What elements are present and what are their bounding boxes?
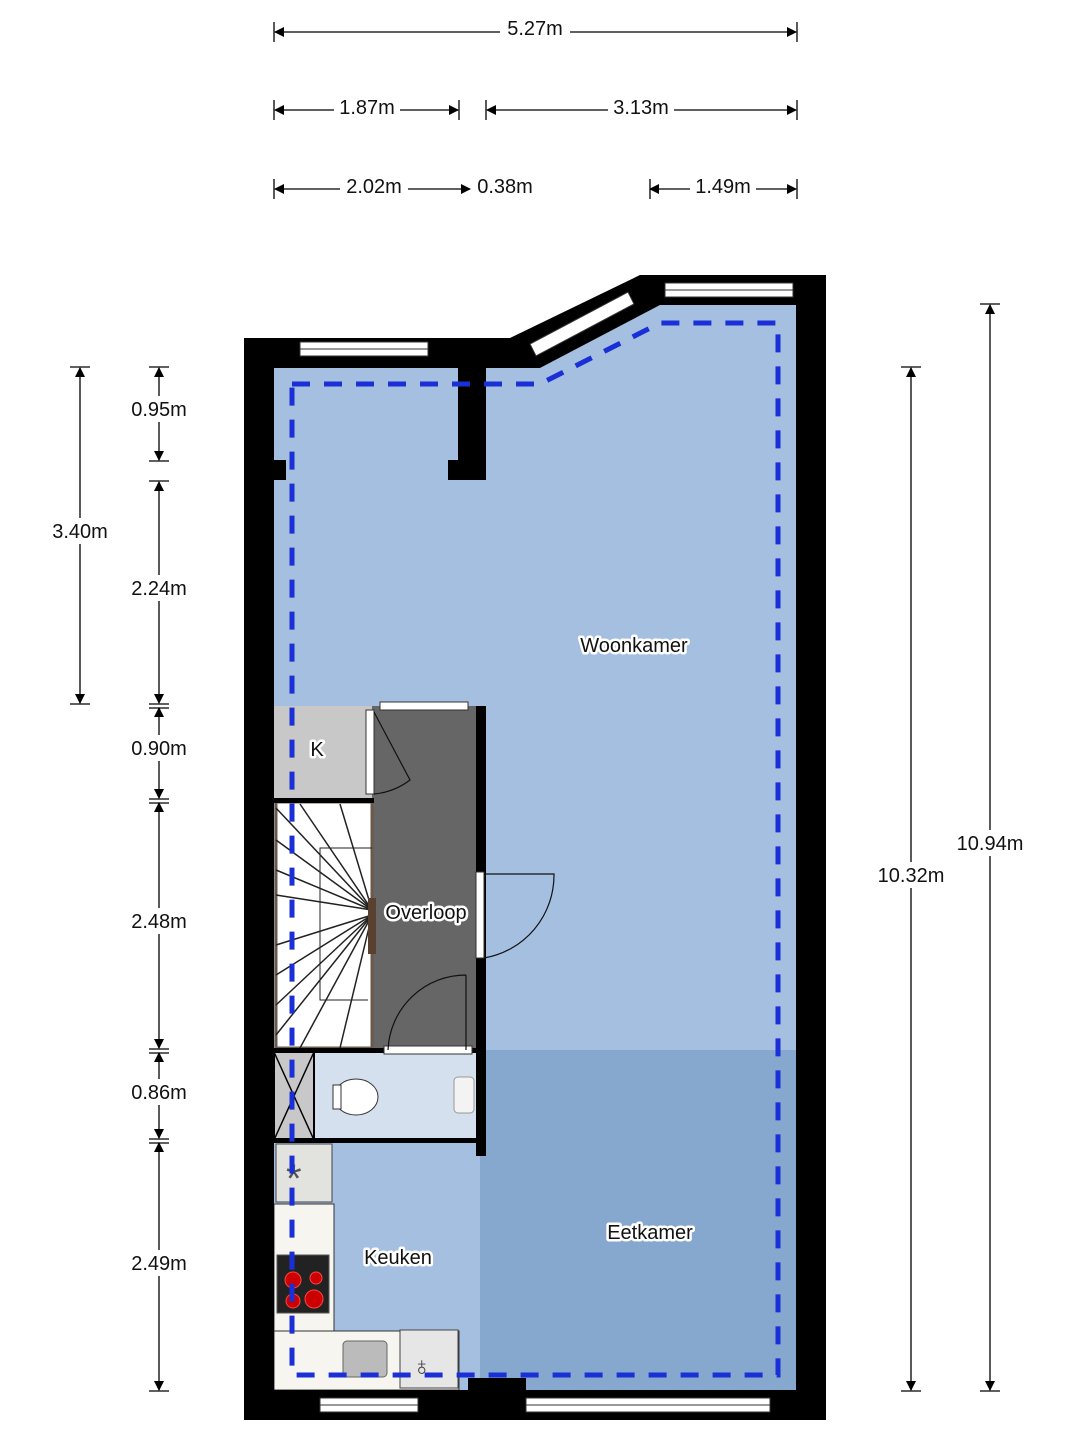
door-swings: [373, 711, 555, 1051]
dimension-labels: 5.27m 1.87m 3.13m 2.02m 0.38m 1.49m 3.40…: [44, 18, 1031, 1276]
windows: [299, 282, 794, 1413]
label-overloop: Overloop: [385, 902, 466, 924]
sink-icon: [342, 1340, 388, 1378]
dim-right-outer: 10.94m: [957, 833, 1024, 855]
label-kast: K: [310, 739, 324, 761]
dim-top-a: 1.87m: [339, 97, 395, 119]
dim-left-5: 0.86m: [131, 1082, 187, 1104]
overloop-floor: [372, 706, 476, 1050]
dim-top-e: 1.49m: [695, 176, 751, 198]
dim-top-c: 2.02m: [346, 176, 402, 198]
dim-left-6: 2.49m: [131, 1253, 187, 1275]
fridge: [275, 1143, 333, 1203]
label-woonkamer: Woonkamer: [580, 635, 688, 657]
dim-left-4: 2.48m: [131, 911, 187, 933]
dim-right-inner: 10.32m: [878, 865, 945, 887]
dim-top-b: 3.13m: [613, 97, 669, 119]
dishwasher-icon: [399, 1329, 459, 1389]
dim-left-total: 3.40m: [52, 521, 108, 543]
label-eetkamer: Eetkamer: [607, 1222, 693, 1244]
dim-left-2: 2.24m: [131, 578, 187, 600]
washbasin-icon: [453, 1076, 475, 1114]
label-keuken: Keuken: [364, 1247, 432, 1269]
dim-left-3: 0.90m: [131, 738, 187, 760]
dim-top-d: 0.38m: [477, 176, 533, 198]
dim-left-1: 0.95m: [131, 399, 187, 421]
eetkamer-floor: [480, 1050, 796, 1390]
dim-top-total: 5.27m: [507, 18, 563, 40]
